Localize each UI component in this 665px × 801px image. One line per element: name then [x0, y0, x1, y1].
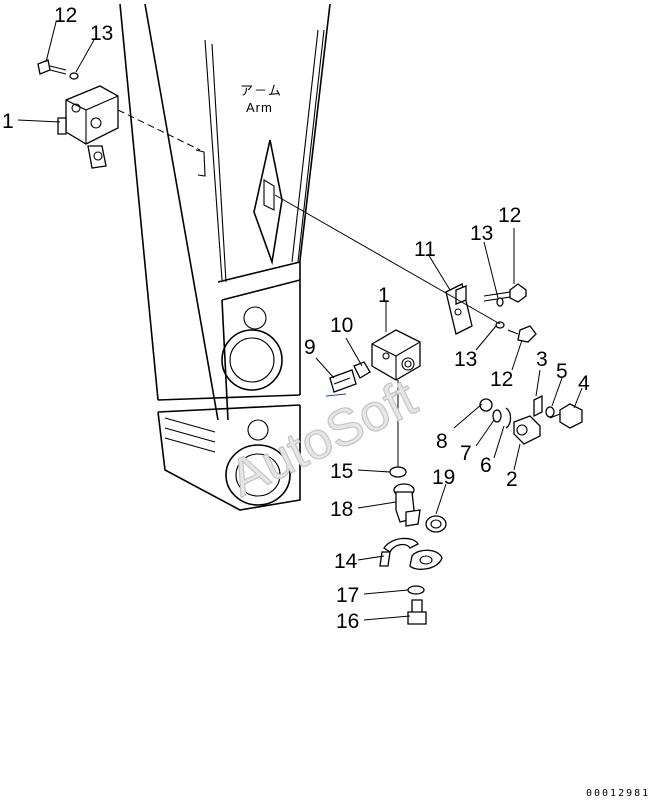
- drawing-id: 00012981: [586, 788, 650, 799]
- callout-7: 7: [460, 442, 472, 465]
- callout-13-top-left: 13: [90, 22, 113, 45]
- callout-16: 16: [336, 610, 359, 633]
- leader-lines: [17, 21, 583, 621]
- callout-11: 11: [414, 238, 436, 261]
- callout-12-right-upper: 12: [498, 204, 521, 227]
- callout-13-right-upper: 13: [470, 222, 493, 245]
- callout-1-top-left: 1: [2, 110, 14, 133]
- callout-14: 14: [334, 550, 358, 573]
- callout-13-right-lower: 13: [454, 348, 477, 371]
- callout-6: 6: [480, 454, 492, 477]
- callout-9: 9: [304, 336, 316, 359]
- callout-19: 19: [432, 466, 455, 489]
- arm-label-en: Arm: [246, 100, 273, 115]
- bracket-assembly-right: [274, 194, 537, 343]
- parts-right: [479, 394, 583, 445]
- valve-block-top-left: [37, 59, 201, 169]
- callout-8: 8: [436, 430, 448, 453]
- callout-12-top-left: 12: [54, 4, 77, 27]
- callout-numbers: 12 13 1 12 13 11 1 10 9 13 12 3 5 4 8 7 …: [2, 4, 590, 633]
- callout-1-center: 1: [378, 284, 390, 307]
- callout-4: 4: [578, 372, 590, 395]
- callout-17: 17: [336, 584, 359, 607]
- arm-body: [119, 3, 331, 511]
- callout-12-right-lower: 12: [490, 368, 513, 391]
- arm-label-jp: ア－ム: [240, 83, 282, 98]
- callout-3: 3: [536, 348, 548, 371]
- callout-10: 10: [330, 314, 353, 337]
- callout-15: 15: [330, 460, 353, 483]
- valve-block-center: [325, 329, 421, 470]
- parts-lower: [379, 466, 447, 625]
- callout-18: 18: [330, 498, 353, 521]
- callout-5: 5: [556, 360, 568, 383]
- callout-2: 2: [506, 468, 518, 491]
